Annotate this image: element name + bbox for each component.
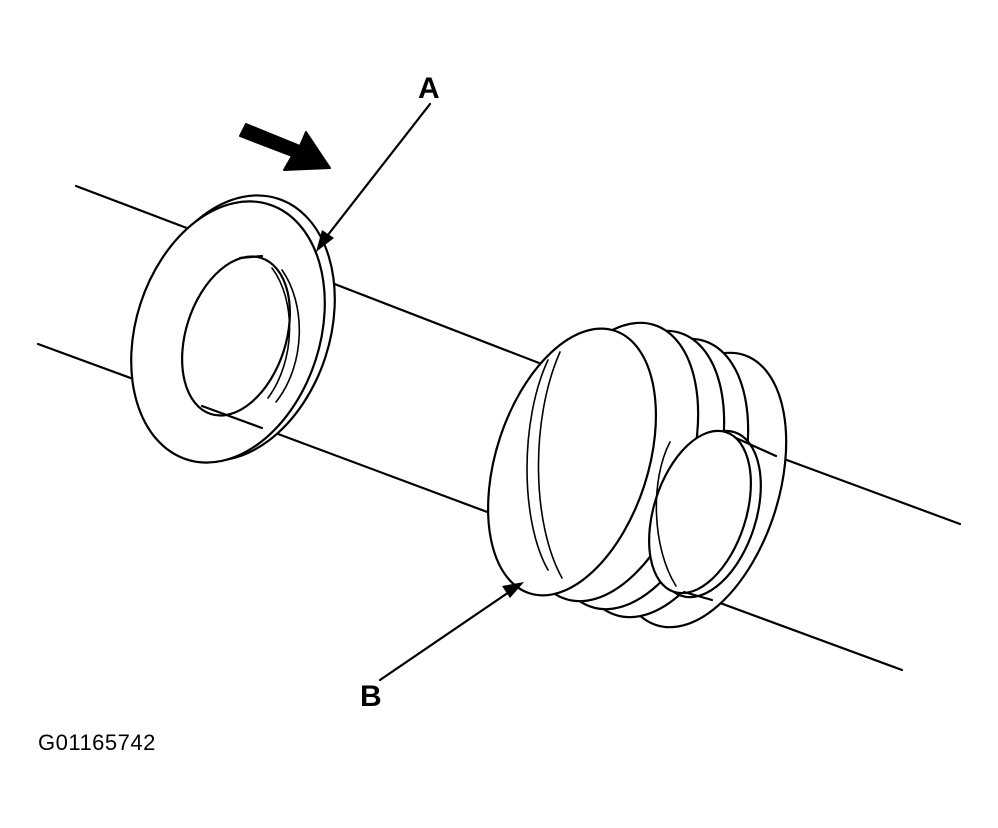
seal-collar-b: [486, 321, 788, 629]
callout-label-b: B: [360, 680, 382, 713]
direction-arrow-icon: [239, 123, 331, 171]
leader-lines: [316, 102, 524, 682]
washer-ring-a: [130, 194, 336, 464]
figure-id: G01165742: [38, 730, 156, 755]
callout-label-a: A: [418, 72, 440, 105]
